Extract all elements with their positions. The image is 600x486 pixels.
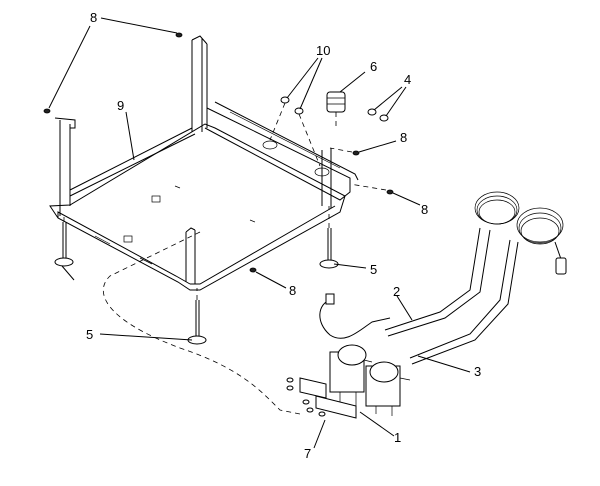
callout-labels: 8 10 6 4 9 8 8 5 8 2 5 3 1 7 bbox=[86, 10, 481, 461]
screw-top-right bbox=[175, 32, 183, 38]
callout-8-front: 8 bbox=[289, 283, 296, 298]
foot-right bbox=[319, 228, 339, 269]
grommet-part-6 bbox=[326, 91, 346, 130]
callout-1: 1 bbox=[394, 430, 401, 445]
callout-5-left: 5 bbox=[86, 327, 93, 342]
callout-8-side: 8 bbox=[400, 130, 407, 145]
screws-part-10 bbox=[269, 96, 321, 167]
screw-top-left bbox=[43, 108, 51, 114]
callout-2: 2 bbox=[393, 284, 400, 299]
screw-side-b bbox=[349, 183, 394, 195]
callout-3: 3 bbox=[474, 364, 481, 379]
callout-6: 6 bbox=[370, 59, 377, 74]
callout-4: 4 bbox=[404, 72, 411, 87]
callout-8-right: 8 bbox=[421, 202, 428, 217]
callout-5-right: 5 bbox=[370, 262, 377, 277]
coil-tubes bbox=[384, 191, 567, 365]
callout-10: 10 bbox=[316, 43, 330, 58]
callout-9: 9 bbox=[117, 98, 124, 113]
gas-valve-assembly bbox=[286, 344, 411, 419]
screws-part-4 bbox=[367, 108, 389, 122]
leader-lines bbox=[48, 17, 471, 449]
base-frame bbox=[49, 35, 359, 291]
foot-front bbox=[187, 300, 207, 345]
foot-left bbox=[54, 222, 74, 267]
screw-front bbox=[249, 267, 257, 273]
callout-8-top: 8 bbox=[90, 10, 97, 25]
sensor-lead bbox=[319, 293, 391, 339]
callout-7: 7 bbox=[304, 446, 311, 461]
screw-side-a bbox=[329, 147, 360, 156]
